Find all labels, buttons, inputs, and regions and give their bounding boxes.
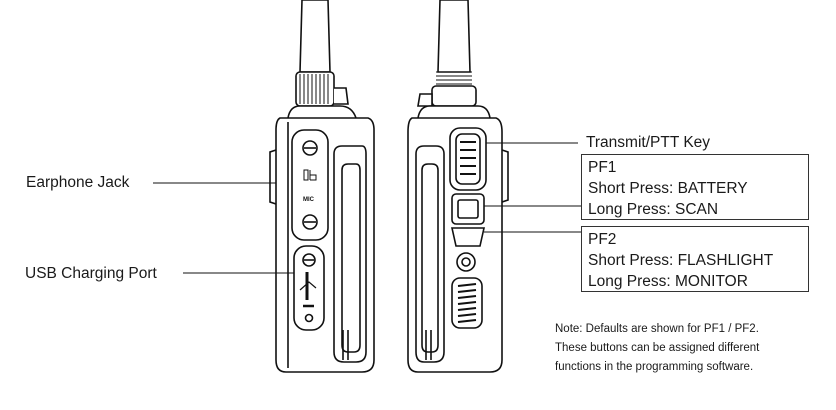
pf2-box: PF2 Short Press: FLASHLIGHT Long Press: … <box>581 226 809 292</box>
usb-charging-port-label: USB Charging Port <box>25 265 157 282</box>
mic-mark: MIC <box>303 197 315 203</box>
pf2-long-press: Long Press: MONITOR <box>588 273 748 290</box>
note-text: Note: Defaults are shown for PF1 / PF2. … <box>555 320 759 377</box>
pf1-long-press: Long Press: SCAN <box>588 201 719 218</box>
pf1-short-press: Short Press: BATTERY <box>588 180 748 197</box>
note-line-2: These buttons can be assigned different <box>555 342 760 354</box>
pf2-short-press: Short Press: FLASHLIGHT <box>588 252 774 269</box>
earphone-jack-label: Earphone Jack <box>26 174 130 191</box>
left-radio <box>269 0 375 373</box>
right-radio <box>407 0 509 373</box>
pf1-title: PF1 <box>588 159 617 176</box>
pf2-title: PF2 <box>588 231 617 248</box>
ptt-key-label: Transmit/PTT Key <box>586 134 711 151</box>
note-line-3: functions in the programming software. <box>555 361 754 373</box>
note-line-1: Note: Defaults are shown for PF1 / PF2. <box>555 323 759 335</box>
pf1-box: PF1 Short Press: BATTERY Long Press: SCA… <box>581 154 809 220</box>
